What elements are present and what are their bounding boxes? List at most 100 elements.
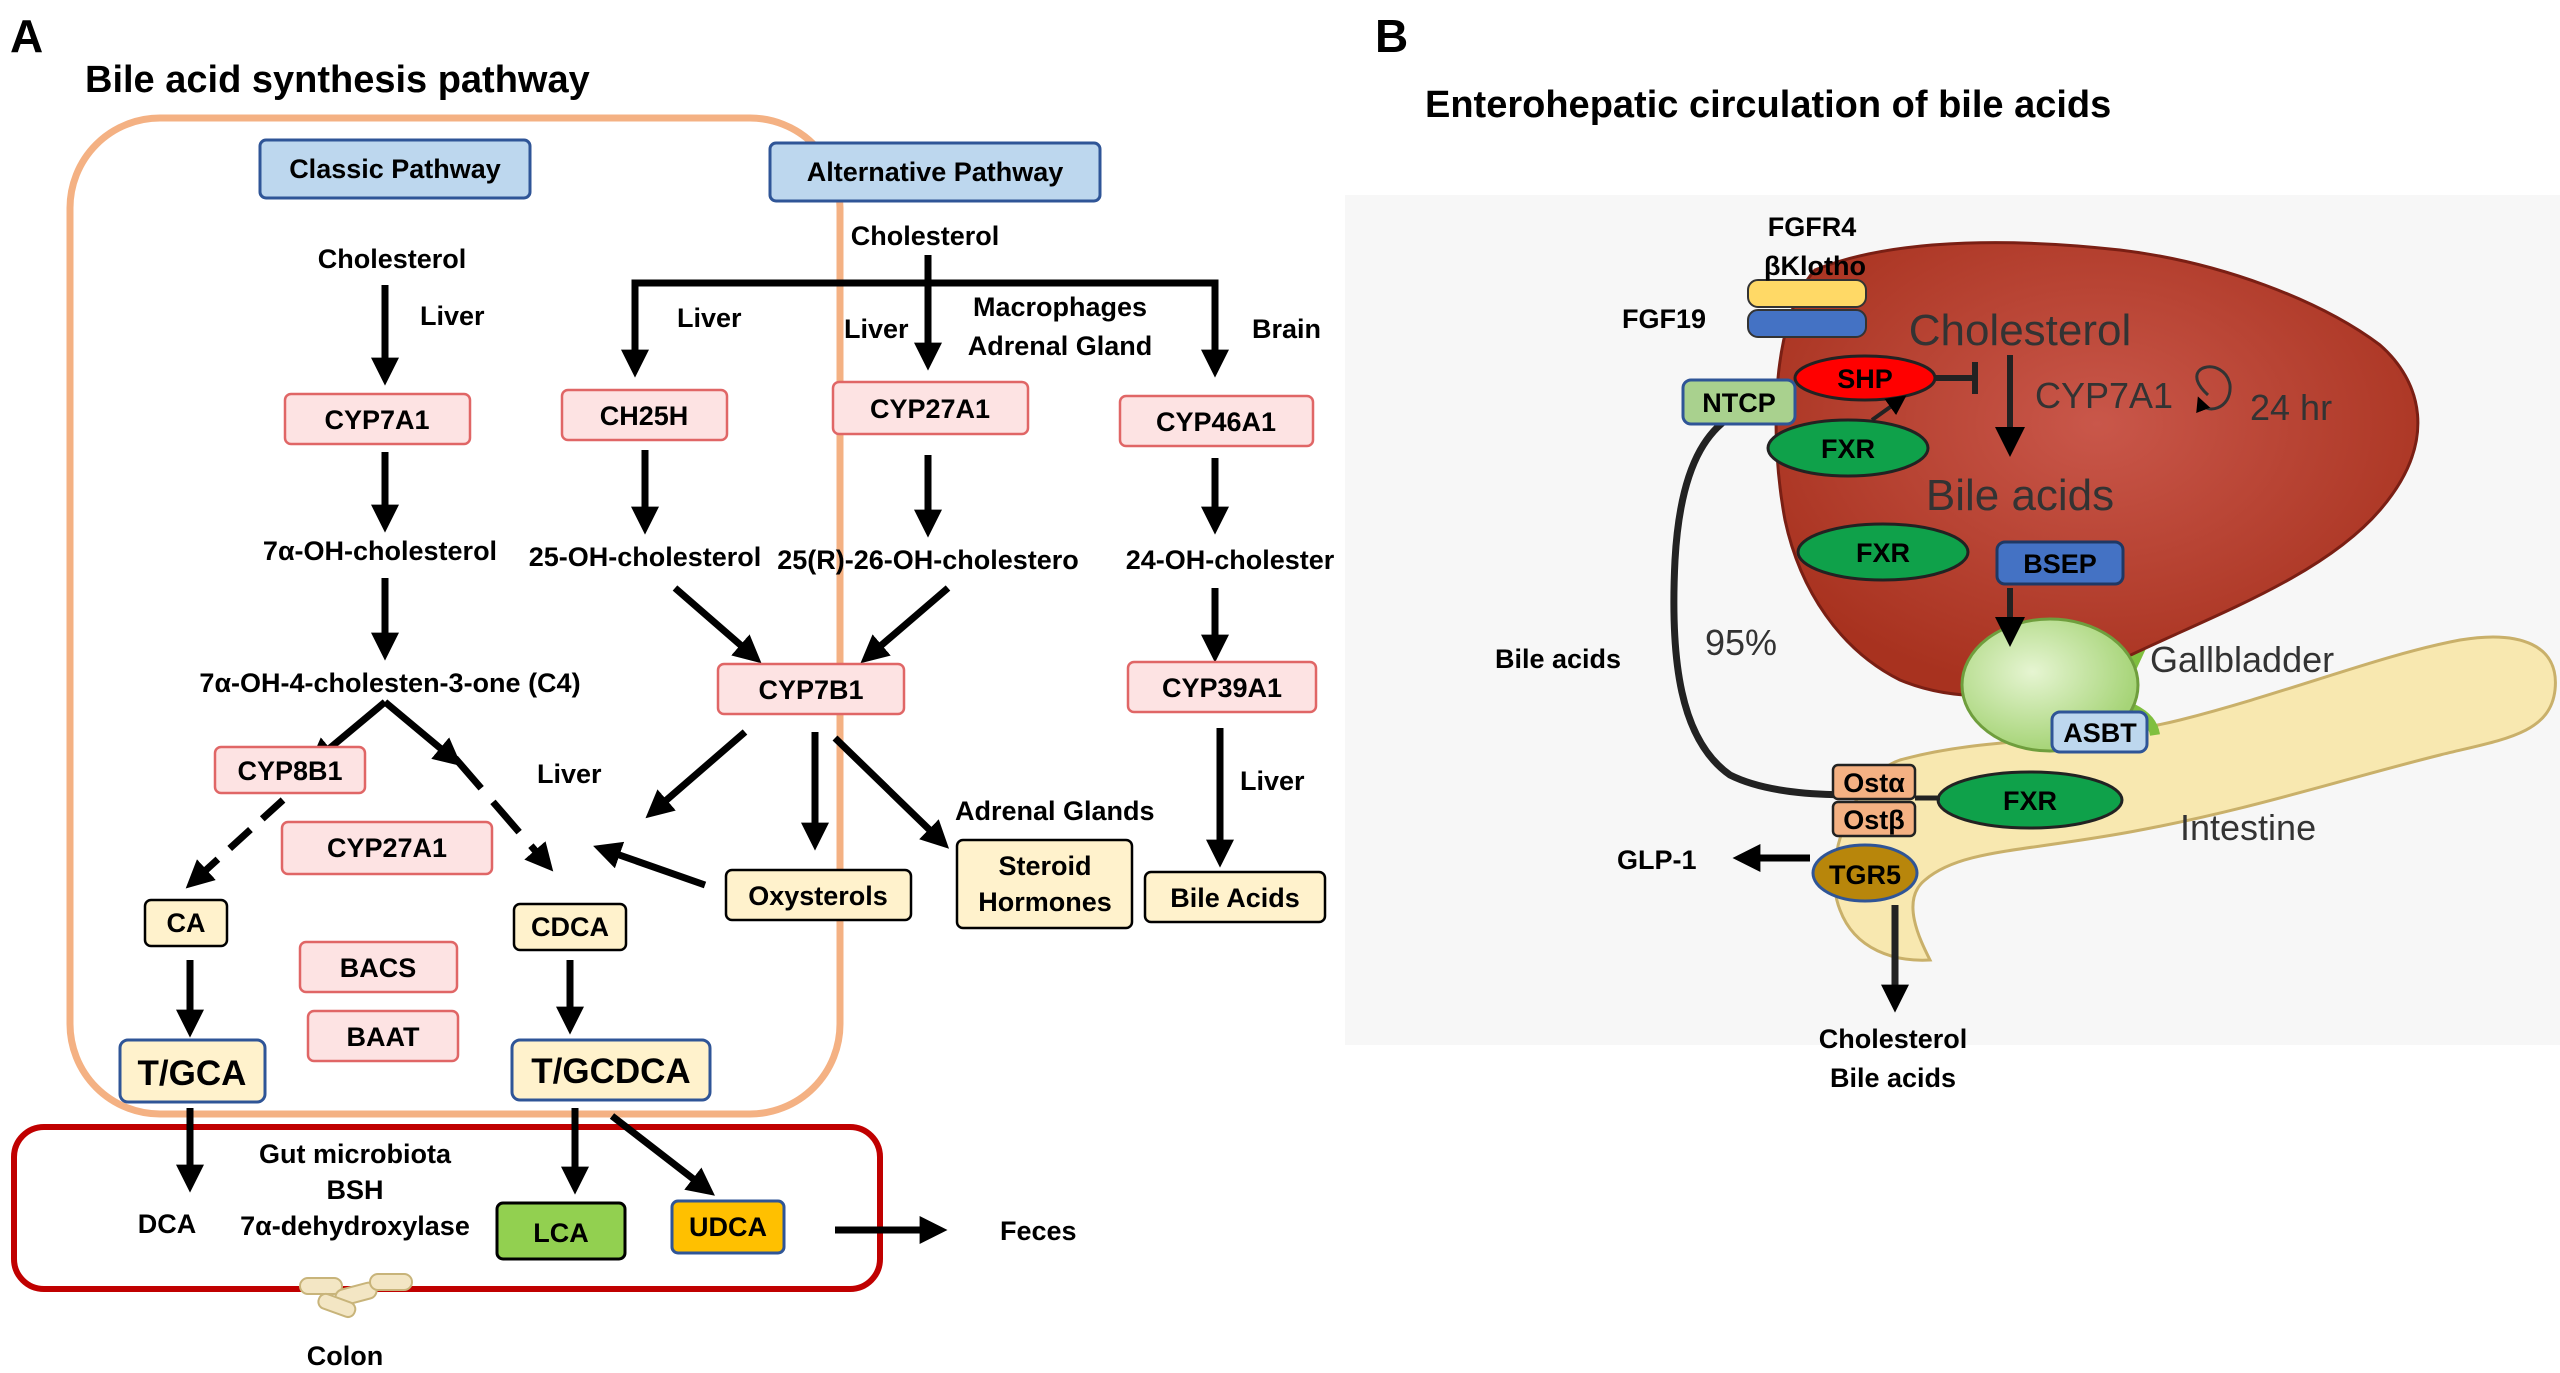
cyp7a1-liver-label: CYP7A1	[2035, 375, 2173, 416]
arrow	[645, 729, 748, 819]
arrow	[185, 797, 286, 889]
arrow	[672, 585, 762, 664]
fxr-ellipse-1	[1766, 418, 1930, 478]
ost-beta	[1831, 800, 1917, 838]
intermediate-7a-oh: 7α-OH-cholesterol	[263, 536, 497, 566]
enzyme-cyp7a1	[283, 392, 472, 446]
fgfr4-receptor	[1747, 279, 1867, 308]
bile-acid-return-path	[1670, 398, 1861, 799]
liver-label-5: Liver	[1240, 766, 1305, 796]
klotho-label: βKlotho	[1764, 251, 1866, 281]
intermediate-c4: 7α-OH-4-cholesten-3-one (C4)	[199, 668, 580, 698]
colon-frame	[11, 1124, 883, 1292]
enzyme-cyp8b1-label: CYP8B1	[237, 756, 342, 786]
product-steroid-hormones	[955, 838, 1134, 930]
enzyme-cyp46a1	[1118, 394, 1315, 448]
product-lca	[495, 1201, 627, 1261]
adrenal-gland-label: Adrenal Gland	[968, 331, 1153, 361]
product-ca-label: CA	[167, 908, 206, 938]
product-oxysterols-label: Oxysterols	[748, 881, 888, 911]
classic-pathway-label: Classic Pathway	[289, 154, 501, 184]
product-bile-acids	[1143, 870, 1327, 924]
bsep-transporter	[1995, 540, 2125, 586]
product-steroid-label-2: Hormones	[978, 887, 1112, 917]
klotho-receptor	[1747, 309, 1867, 338]
alternative-pathway-label: Alternative Pathway	[807, 157, 1064, 187]
intermediate-25-oh: 25-OH-cholesterol	[529, 542, 762, 572]
colon-label: Colon	[307, 1341, 383, 1371]
bile-acids-liver-label: Bile acids	[1926, 471, 2114, 520]
tgr5-ellipse	[1811, 843, 1919, 903]
ost-alpha-label: Ostα	[1843, 768, 1905, 798]
fxr-label-2: FXR	[1856, 538, 1910, 568]
shp-label: SHP	[1837, 364, 1893, 394]
bsh-label: BSH	[326, 1175, 383, 1205]
arrow	[593, 841, 707, 889]
liver-shape	[1774, 241, 2420, 698]
arrow	[832, 735, 950, 849]
product-udca-label: UDCA	[689, 1212, 767, 1242]
product-bile-acids-label: Bile Acids	[1170, 883, 1300, 913]
intestine-label: Intestine	[2180, 807, 2316, 848]
excreted-bile-acids-label: Bile acids	[1830, 1063, 1956, 1093]
fgf19-label: FGF19	[1622, 304, 1706, 334]
bacteria-icon	[299, 1273, 413, 1319]
fxr-label-1: FXR	[1821, 434, 1875, 464]
product-tgcdca-label: T/GCDCA	[531, 1052, 690, 1091]
brain-label: Brain	[1252, 314, 1321, 344]
arrow	[860, 585, 951, 664]
asbt-transporter	[2050, 710, 2149, 754]
product-cdca-label: CDCA	[531, 912, 609, 942]
panel-a-letter: A	[10, 10, 43, 62]
enzyme-baat-label: BAAT	[347, 1022, 420, 1052]
product-steroid-label-1: Steroid	[998, 851, 1091, 881]
ntcp-label: NTCP	[1702, 388, 1776, 418]
bsep-label: BSEP	[2023, 549, 2097, 579]
asbt-label: ASBT	[2063, 718, 2137, 748]
gut-microbiota-label: Gut microbiota	[259, 1139, 452, 1169]
product-oxysterols	[724, 868, 913, 922]
liver-label-4: Liver	[537, 759, 602, 789]
panel-b-title: Enterohepatic circulation of bile acids	[1425, 84, 2111, 126]
arrow	[382, 699, 462, 767]
product-tgcdca	[510, 1038, 712, 1102]
product-tgca-label: T/GCA	[138, 1054, 247, 1093]
classic-pathway-frame	[66, 114, 844, 1118]
dehydroxylase-label: 7α-dehydroxylase	[240, 1211, 470, 1241]
intermediate-24-oh: 24-OH-cholester	[1126, 545, 1335, 575]
panel-a-title: Bile acid synthesis pathway	[85, 59, 590, 101]
product-lca-label: LCA	[533, 1218, 589, 1248]
enzyme-cyp39a1-label: CYP39A1	[1162, 673, 1282, 703]
product-tgca	[118, 1038, 267, 1104]
fxr-ellipse-2	[1796, 522, 1970, 582]
arrow	[609, 1113, 715, 1196]
enzyme-cyp8b1	[213, 745, 367, 795]
enzyme-cyp27a1-classic-label: CYP27A1	[327, 833, 447, 863]
gallbladder-label: Gallbladder	[2150, 639, 2334, 680]
percent-label: 95%	[1705, 622, 1777, 663]
dca-label: DCA	[138, 1209, 197, 1239]
cholesterol-liver-label: Cholesterol	[1909, 306, 2132, 355]
liver-label-1: Liver	[420, 301, 485, 331]
enzyme-cyp27a1-alt-label: CYP27A1	[870, 394, 990, 424]
arrow	[452, 755, 554, 872]
enzyme-baat	[306, 1009, 460, 1063]
enzyme-cyp27a1-classic	[280, 820, 494, 876]
circadian-icon	[2195, 365, 2232, 414]
alternative-pathway-box	[768, 141, 1102, 203]
hr24-label: 24 hr	[2250, 387, 2332, 428]
enzyme-cyp39a1	[1126, 660, 1318, 714]
arrow	[1870, 395, 1907, 422]
liver-label-3: Liver	[844, 314, 909, 344]
cholesterol-classic: Cholesterol	[318, 244, 467, 274]
excreted-cholesterol-label: Cholesterol	[1819, 1024, 1968, 1054]
product-ca	[143, 898, 229, 948]
enzyme-ch25h	[560, 388, 729, 442]
ost-beta-label: Ostβ	[1843, 805, 1905, 835]
classic-pathway-box	[258, 138, 532, 200]
tgr5-label: TGR5	[1829, 860, 1901, 890]
enzyme-cyp27a1-alt	[831, 380, 1030, 436]
fgfr4-label: FGFR4	[1768, 212, 1857, 242]
ntcp-transporter	[1681, 378, 1797, 426]
